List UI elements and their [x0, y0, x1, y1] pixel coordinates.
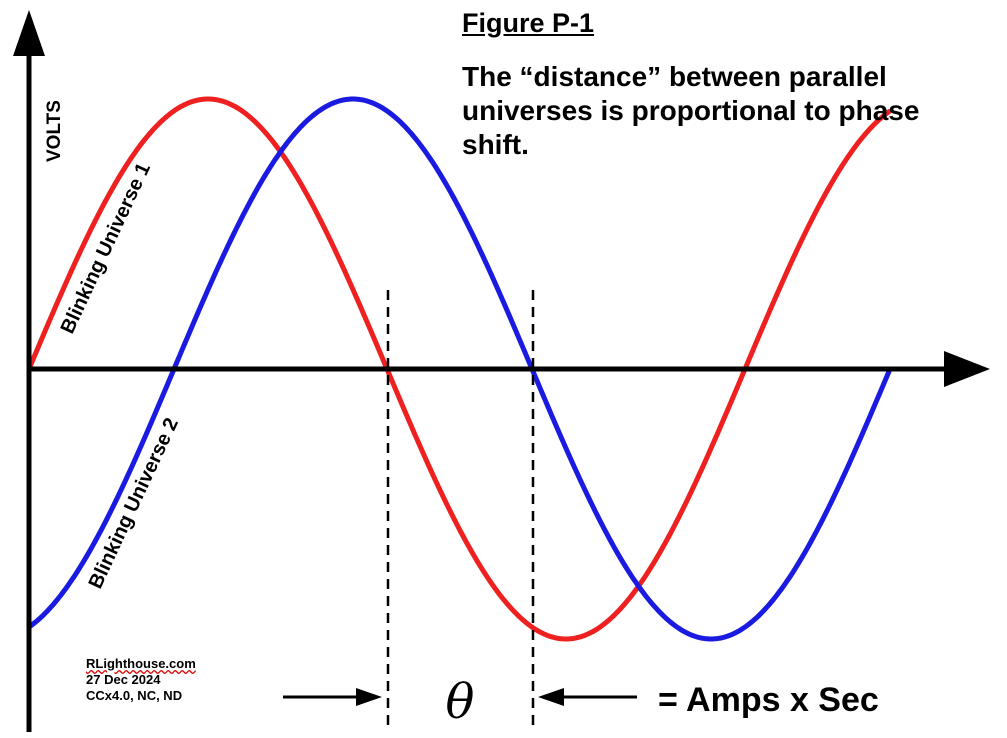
figure-caption: The “distance” between parallel universe…	[462, 61, 920, 160]
credit-date: 27 Dec 2024	[86, 672, 161, 687]
y-axis-arrowhead	[13, 10, 45, 56]
universe-1-label: Blinking Universe 1	[57, 160, 155, 338]
credit-site: RLighthouse.com	[86, 656, 196, 671]
y-axis-label: VOLTS	[44, 100, 65, 162]
credits-block: RLighthouse.com 27 Dec 2024 CCx4.0, NC, …	[86, 656, 196, 704]
phase-angle-symbol: θ	[446, 674, 475, 730]
credit-license: CCx4.0, NC, ND	[86, 688, 183, 703]
figure-title: Figure P-1	[462, 8, 595, 38]
x-axis-arrowhead	[944, 351, 990, 387]
phase-equation: = Amps x Sec	[658, 681, 879, 719]
universe-2-wave	[26, 96, 892, 642]
universe-2-label: Blinking Universe 2	[85, 415, 183, 593]
phase-arrow-right-head	[538, 688, 564, 706]
phase-arrow-left-head	[356, 688, 382, 706]
